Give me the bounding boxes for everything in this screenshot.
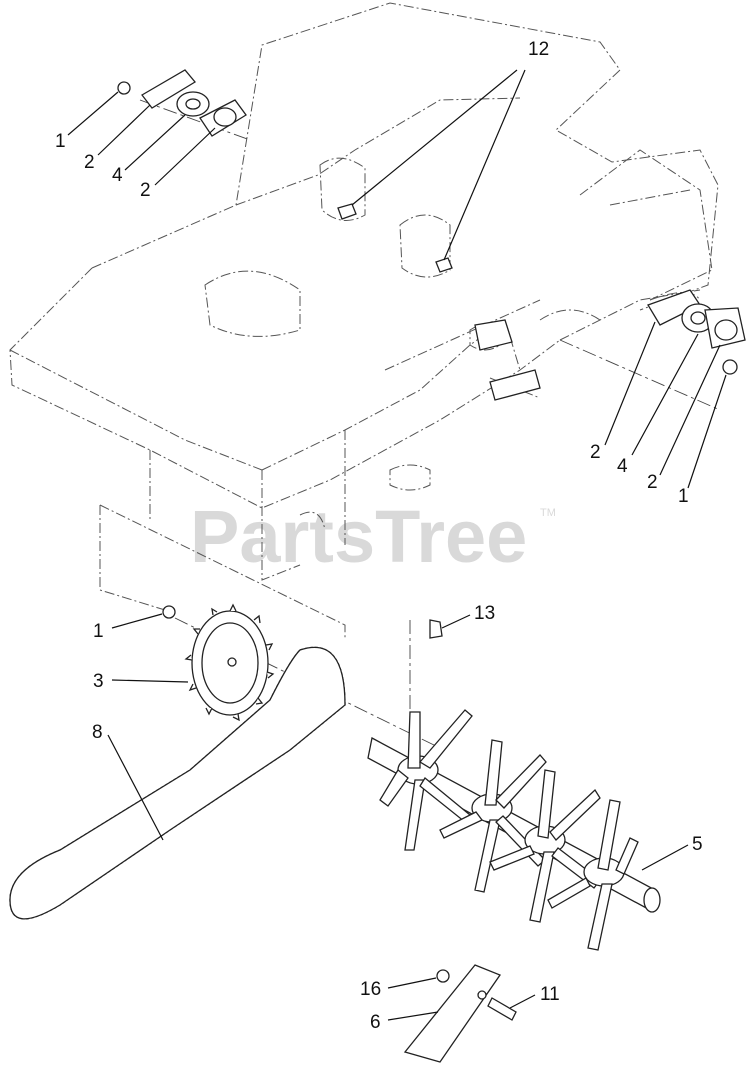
sprocket [162, 603, 275, 722]
callout-1-upper: 1 [55, 131, 66, 152]
callout-2-upper-b: 2 [140, 180, 151, 201]
callout-2-right-a: 2 [590, 442, 601, 463]
pin-upper [337, 203, 357, 220]
callout-16: 16 [360, 979, 381, 1000]
locknut-upper-left [117, 81, 131, 95]
watermark-trademark: TM [540, 507, 556, 519]
pin-13 [429, 619, 443, 639]
callout-5: 5 [692, 834, 703, 855]
pins [337, 203, 453, 273]
callout-13: 13 [474, 603, 495, 624]
callout-2-upper-a: 2 [84, 152, 95, 173]
watermark-text: PartsTree [190, 495, 527, 578]
leader-lines [67, 69, 727, 1021]
callout-4-right: 4 [617, 456, 628, 477]
callouts: 12 1 2 4 2 2 4 2 1 1 3 8 13 5 16 11 6 [55, 39, 703, 1033]
bearing-assembly-right [647, 289, 746, 375]
bolt-11 [487, 997, 517, 1021]
tine [403, 964, 501, 1063]
callout-1-sprocket: 1 [93, 621, 104, 642]
callout-1-right: 1 [678, 486, 689, 507]
locknut-right [722, 359, 738, 375]
callout-6: 6 [370, 1012, 381, 1033]
rotor-hub-4 [547, 799, 639, 951]
rotor-hub-1 [379, 709, 473, 851]
callout-8: 8 [92, 722, 103, 743]
tine-assembly [403, 964, 517, 1063]
assembly-centerlines [139, 99, 721, 749]
tine-rotor [367, 619, 661, 951]
locknut-sprocket [162, 605, 176, 619]
watermark: PartsTree TM [190, 495, 556, 578]
callout-11: 11 [540, 984, 560, 1005]
callout-2-right-b: 2 [647, 472, 658, 493]
drive-chain [9, 646, 346, 920]
bearing-assembly-upper-left [117, 69, 247, 137]
flange-upper-left-a [141, 69, 196, 109]
callout-4-upper: 4 [112, 165, 123, 186]
nut-16 [436, 969, 450, 983]
frame-tubes [474, 319, 541, 401]
callout-3: 3 [93, 671, 104, 692]
callout-12: 12 [528, 39, 549, 60]
